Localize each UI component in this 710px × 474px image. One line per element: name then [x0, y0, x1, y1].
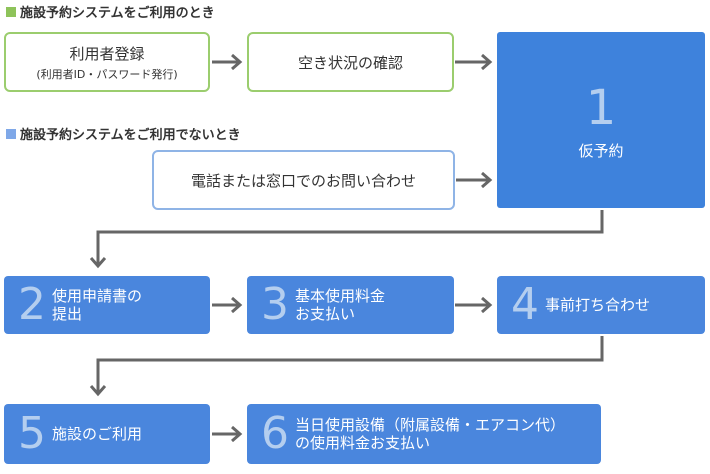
- step-2-label: 使用申請書の 提出: [52, 287, 142, 323]
- step-4-box: 4 事前打ち合わせ: [497, 276, 705, 334]
- arrow-step5-to-step6: [212, 425, 243, 443]
- arrow-phone-to-step1: [456, 171, 493, 189]
- registration-box: 利用者登録 (利用者ID・パスワード発行): [4, 32, 210, 92]
- green-square-icon: [6, 6, 16, 17]
- step-4-label: 事前打ち合わせ: [545, 296, 651, 314]
- phone-inquiry-label: 電話または窓口でのお問い合わせ: [190, 171, 416, 190]
- arrow-availability-to-step1: [455, 53, 493, 71]
- heading-system-user-text: 施設予約システムをご利用のとき: [20, 6, 215, 21]
- step-5-number: 5: [18, 408, 46, 459]
- step-4-number: 4: [511, 279, 539, 330]
- phone-inquiry-box: 電話または窓口でのお問い合わせ: [152, 150, 455, 210]
- step-3-label: 基本使用料金 お支払い: [295, 287, 385, 323]
- registration-label: 利用者登録: [69, 44, 145, 63]
- heading-non-system-user-text: 施設予約システムをご利用でないとき: [20, 128, 241, 143]
- registration-sublabel: (利用者ID・パスワード発行): [36, 67, 178, 81]
- arrow-step4-to-step5: [89, 336, 604, 397]
- step-5-box: 5 施設のご利用: [4, 404, 210, 464]
- step-6-box: 6 当日使用設備（附属設備・エアコン代） の使用料金お支払い: [247, 404, 601, 464]
- step-2-number: 2: [18, 279, 46, 330]
- step-6-label-line1: 当日使用設備（附属設備・エアコン代）: [295, 416, 566, 434]
- step-2-label-line2: 提出: [52, 305, 83, 323]
- step-1-box: 1 仮予約: [497, 32, 705, 208]
- step-2-label-line1: 使用申請書の: [52, 287, 143, 305]
- arrow-registration-to-availability: [212, 53, 243, 71]
- arrow-step2-to-step3: [212, 296, 243, 314]
- arrow-step1-to-step2: [89, 210, 604, 269]
- step-1-label: 仮予約: [578, 142, 624, 160]
- availability-box: 空き状況の確認: [247, 32, 454, 92]
- step-3-box: 3 基本使用料金 お支払い: [247, 276, 454, 334]
- arrow-step3-to-step4: [455, 296, 493, 314]
- heading-non-system-user: 施設予約システムをご利用でないとき: [6, 124, 241, 143]
- step-6-label-line2: の使用料金お支払い: [295, 434, 431, 452]
- step-3-number: 3: [261, 279, 289, 330]
- heading-system-user: 施設予約システムをご利用のとき: [6, 2, 215, 21]
- blue-square-icon: [6, 128, 16, 139]
- step-2-box: 2 使用申請書の 提出: [4, 276, 210, 334]
- step-3-label-line2: お支払い: [295, 305, 356, 323]
- availability-label: 空き状況の確認: [297, 53, 403, 72]
- step-3-label-line1: 基本使用料金: [295, 287, 386, 305]
- step-5-label: 施設のご利用: [52, 425, 143, 443]
- step-6-number: 6: [261, 408, 289, 459]
- step-1-number: 1: [585, 80, 617, 136]
- step-6-label: 当日使用設備（附属設備・エアコン代） の使用料金お支払い: [295, 416, 565, 452]
